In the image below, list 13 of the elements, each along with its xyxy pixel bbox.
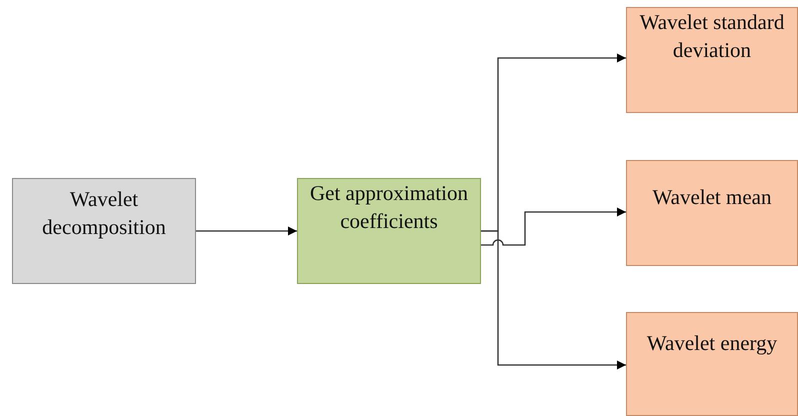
box-label: Wavelet energy: [646, 330, 778, 357]
process-box: [626, 160, 798, 266]
box-label: Wavelet decomposition: [41, 186, 167, 242]
box-label: Wavelet standard deviation: [638, 9, 786, 64]
arrow: [481, 208, 626, 246]
process-box: [626, 7, 798, 113]
process-box: [297, 178, 481, 284]
process-box: [626, 312, 798, 416]
process-box: [12, 178, 196, 284]
arrow: [196, 226, 297, 236]
box-label: Wavelet mean: [652, 184, 772, 211]
arrow: [481, 230, 626, 370]
box-label: Get approximation coefficients: [308, 180, 470, 236]
